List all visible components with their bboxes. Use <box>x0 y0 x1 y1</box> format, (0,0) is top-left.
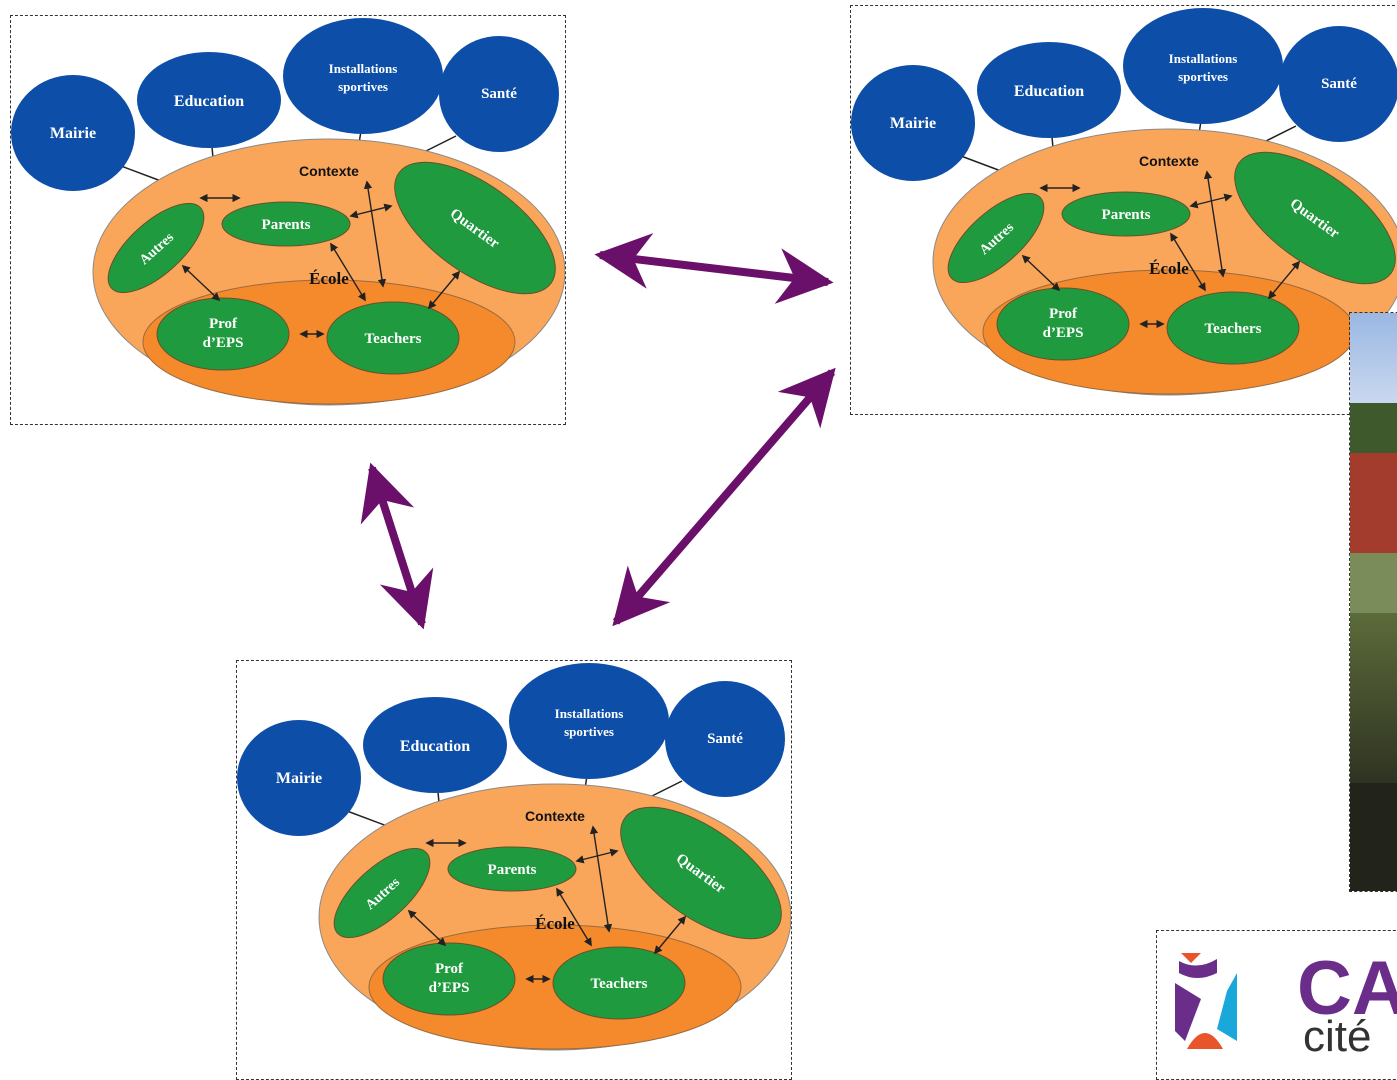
logo-box: CA cité <box>1156 930 1397 1080</box>
node-prof-eps: Prof d’EPS <box>156 297 290 371</box>
context-label: Contexte <box>525 808 585 824</box>
svg-text:Mairie: Mairie <box>50 125 96 142</box>
svg-text:Parents: Parents <box>488 862 537 878</box>
node-prof-eps: Prof d’EPS <box>382 942 516 1016</box>
svg-text:d’EPS: d’EPS <box>203 335 244 351</box>
node-education: Education <box>977 42 1121 138</box>
node-parents: Parents <box>221 201 351 247</box>
svg-text:sportives: sportives <box>338 79 388 94</box>
logo-icon <box>1175 953 1237 1049</box>
node-sante: Santé <box>439 36 559 152</box>
node-quartier: Quartier <box>620 806 782 940</box>
svg-text:Teachers: Teachers <box>591 976 648 992</box>
node-autres: Autres <box>947 192 1045 284</box>
logo-text-sub: cité <box>1303 1012 1372 1061</box>
diagram-panel-top-right: Mairie Education Installations sportives… <box>850 5 1397 415</box>
svg-text:Santé: Santé <box>1321 76 1357 92</box>
svg-text:sportives: sportives <box>564 724 614 739</box>
photo-strip <box>1349 312 1397 892</box>
svg-text:Prof: Prof <box>1049 306 1078 322</box>
svg-text:sportives: sportives <box>1178 69 1228 84</box>
node-autres: Autres <box>333 847 431 939</box>
node-installations: Installations sportives <box>283 18 443 134</box>
svg-text:Prof: Prof <box>209 316 238 332</box>
svg-text:Installations: Installations <box>555 706 624 721</box>
logo-text-main: CA <box>1297 946 1397 1031</box>
svg-text:Mairie: Mairie <box>276 770 322 787</box>
diagram-panel-top-left: Mairie Education Installations sportives… <box>10 15 566 425</box>
svg-text:Parents: Parents <box>262 217 311 233</box>
svg-text:Teachers: Teachers <box>1205 321 1262 337</box>
node-mairie: Mairie <box>11 75 135 191</box>
context-label: Contexte <box>1139 153 1199 169</box>
node-parents: Parents <box>1061 191 1191 237</box>
arrow-panel1-panel3 <box>360 462 434 630</box>
node-mairie: Mairie <box>237 720 361 836</box>
svg-text:Education: Education <box>400 738 470 755</box>
svg-text:Prof: Prof <box>435 961 464 977</box>
svg-text:Teachers: Teachers <box>365 331 422 347</box>
svg-text:Santé: Santé <box>707 731 743 747</box>
svg-text:d’EPS: d’EPS <box>429 980 470 996</box>
svg-text:Education: Education <box>174 93 244 110</box>
node-quartier: Quartier <box>394 161 556 295</box>
node-education: Education <box>363 697 507 793</box>
node-autres: Autres <box>107 202 205 294</box>
context-label: Contexte <box>299 163 359 179</box>
svg-text:Santé: Santé <box>481 86 517 102</box>
node-prof-eps: Prof d’EPS <box>996 287 1130 361</box>
node-sante: Santé <box>665 681 785 797</box>
node-mairie: Mairie <box>851 65 975 181</box>
node-sante: Santé <box>1279 26 1397 142</box>
arrow-panel1-panel2 <box>594 233 834 304</box>
svg-text:d’EPS: d’EPS <box>1043 325 1084 341</box>
arrow-panel2-panel3 <box>612 367 836 627</box>
node-installations: Installations sportives <box>509 663 669 779</box>
svg-text:Installations: Installations <box>329 61 398 76</box>
svg-text:Installations: Installations <box>1169 51 1238 66</box>
node-quartier: Quartier <box>1234 151 1396 285</box>
node-education: Education <box>137 52 281 148</box>
node-teachers: Teachers <box>552 946 686 1020</box>
node-installations: Installations sportives <box>1123 8 1283 124</box>
node-parents: Parents <box>447 846 577 892</box>
svg-text:Education: Education <box>1014 83 1084 100</box>
svg-text:Parents: Parents <box>1102 207 1151 223</box>
node-teachers: Teachers <box>326 301 460 375</box>
node-teachers: Teachers <box>1166 291 1300 365</box>
diagram-panel-bottom: Mairie Education Installations sportives… <box>236 660 792 1080</box>
svg-text:Mairie: Mairie <box>890 115 936 132</box>
